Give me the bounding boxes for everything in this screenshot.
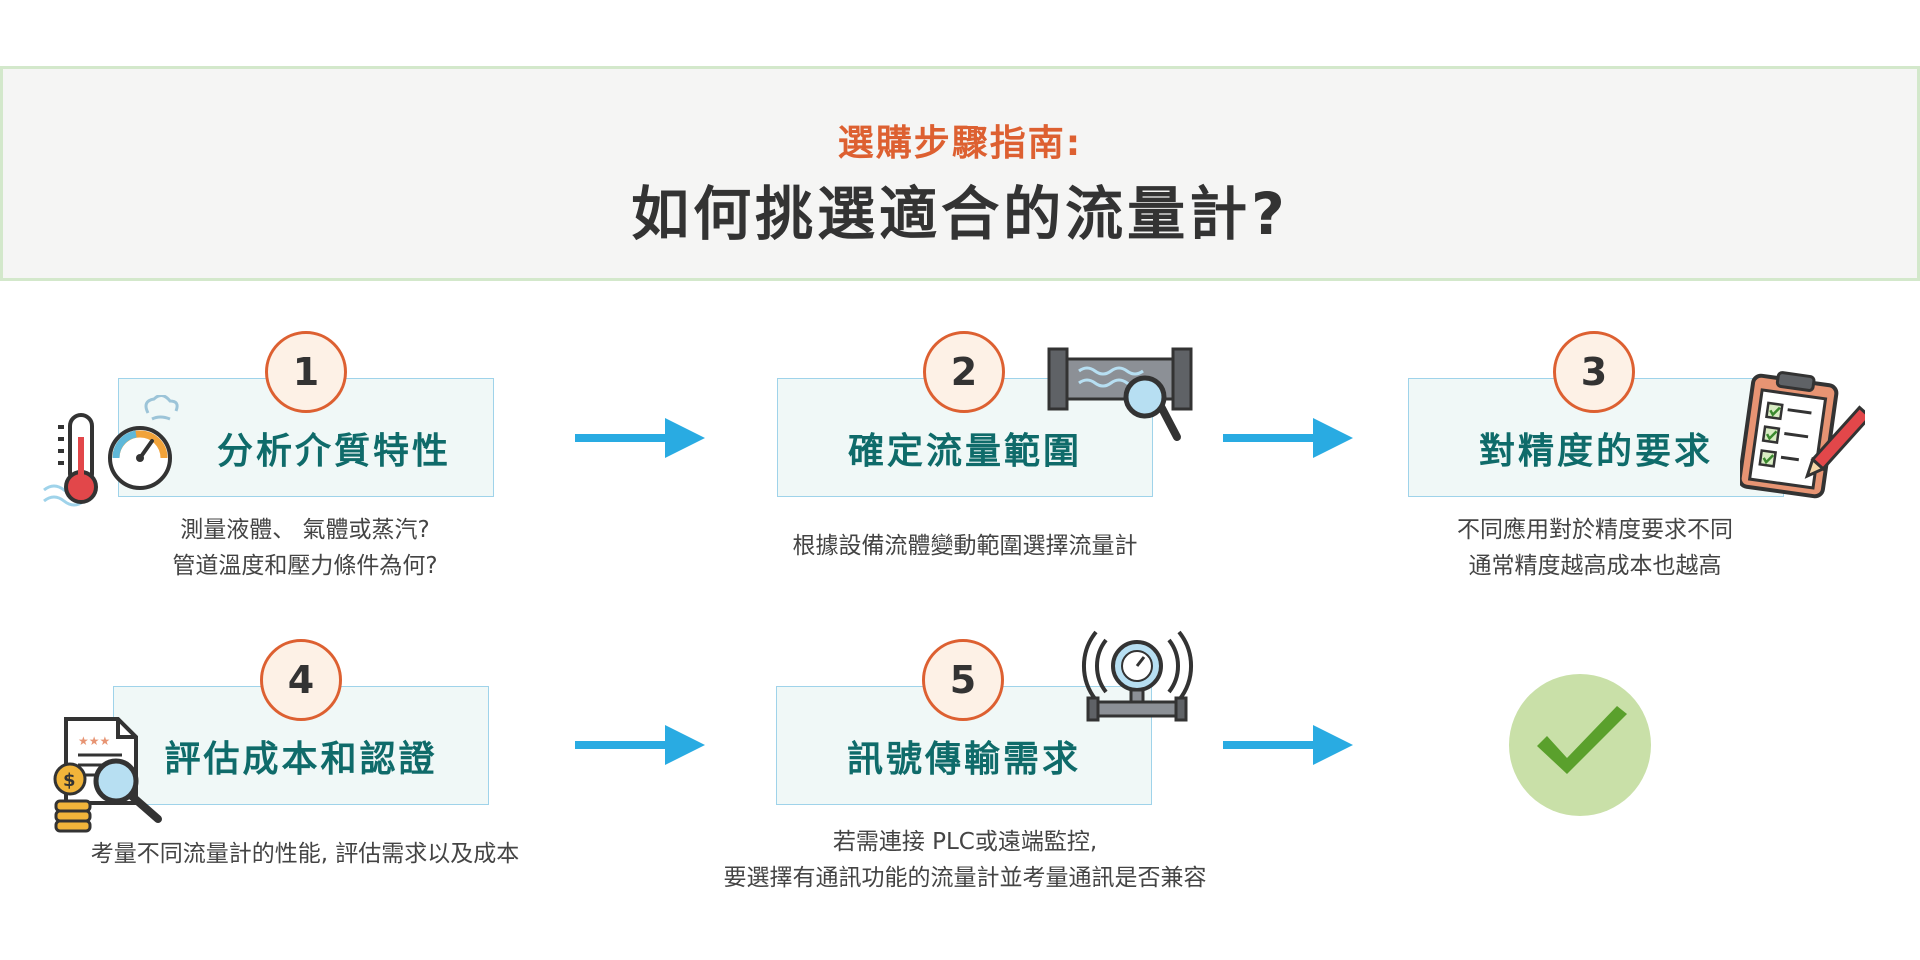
header-subtitle: 選購步驟指南:: [837, 123, 1083, 164]
step-4-number: 4: [260, 639, 342, 721]
cost-document-magnifier-icon: ★★★ $: [53, 717, 162, 833]
svg-text:★★★: ★★★: [78, 734, 110, 748]
header-banner: 選購步驟指南: 如何挑選適合的流量計?: [0, 66, 1920, 281]
clipboard-checklist-icon: [1740, 371, 1865, 499]
step-1-description-line: 管道溫度和壓力條件為何?: [172, 553, 438, 579]
completion-circle: [1509, 674, 1651, 816]
step-5-description-line: 要選擇有通訊功能的流量計並考量通訊是否兼容: [723, 865, 1207, 891]
arrow-step-5-to-done: [1223, 725, 1353, 765]
step-1-description: 測量液體、 氣體或蒸汽? 管道溫度和壓力條件為何?: [100, 512, 510, 584]
step-5-label: 訊號傳輸需求: [846, 739, 1081, 780]
pipe-magnifier-icon: [1047, 347, 1193, 441]
arrow-step-4-to-5: [575, 725, 705, 765]
step-4-description: 考量不同流量計的性能, 評估需求以及成本: [40, 836, 570, 872]
step-5-description-line: 若需連接 PLC或遠端監控,: [832, 829, 1098, 855]
step-4-description-line: 考量不同流量計的性能, 評估需求以及成本: [90, 841, 520, 867]
step-1-number: 1: [265, 331, 347, 413]
step-2-description-line: 根據設備流體變動範圍選擇流量計: [792, 533, 1138, 559]
step-3-description-line: 不同應用對於精度要求不同: [1457, 517, 1733, 543]
checkmark-icon: [1537, 706, 1627, 774]
step-3-label: 對精度的要求: [1478, 431, 1713, 472]
step-3-number: 3: [1553, 331, 1635, 413]
step-5-number: 5: [922, 639, 1004, 721]
wireless-gauge-icon: [1082, 630, 1193, 722]
svg-text:$: $: [63, 770, 76, 791]
step-1-label: 分析介質特性: [216, 431, 451, 472]
step-1-description-line: 測量液體、 氣體或蒸汽?: [180, 517, 430, 543]
header-title: 如何挑選適合的流量計?: [631, 180, 1289, 248]
step-2-label: 確定流量範圍: [847, 431, 1082, 472]
step-3-description: 不同應用對於精度要求不同 通常精度越高成本也越高: [1380, 512, 1810, 584]
arrow-step-1-to-2: [575, 418, 705, 458]
step-2-description: 根據設備流體變動範圍選擇流量計: [720, 528, 1210, 564]
thermometer-gauge-icon: [43, 395, 179, 507]
step-3-description-line: 通常精度越高成本也越高: [1468, 553, 1722, 579]
step-4-label: 評估成本和認證: [164, 739, 438, 780]
step-2-number: 2: [923, 331, 1005, 413]
arrow-step-2-to-3: [1223, 418, 1353, 458]
step-5-description: 若需連接 PLC或遠端監控, 要選擇有通訊功能的流量計並考量通訊是否兼容: [660, 824, 1270, 896]
